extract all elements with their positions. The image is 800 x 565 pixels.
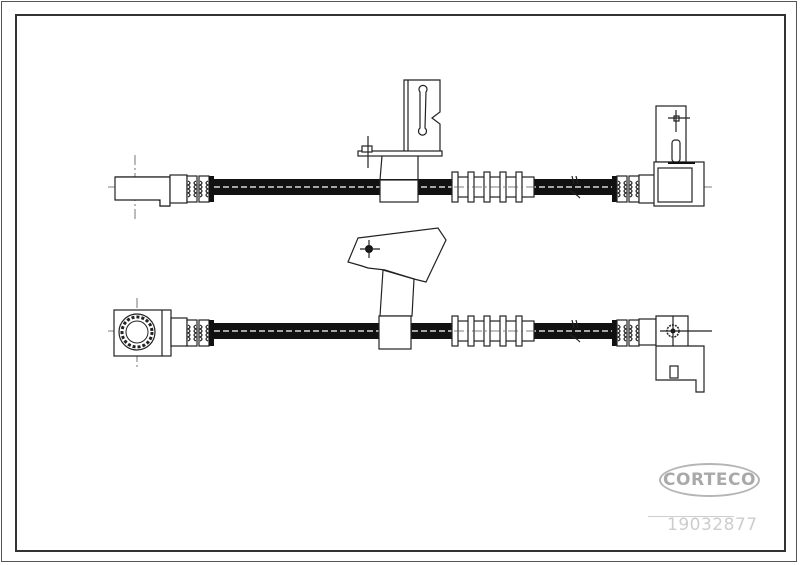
upper-hose-view bbox=[108, 79, 712, 220]
lower-right-fitting bbox=[612, 315, 712, 393]
lower-bracket bbox=[347, 227, 447, 350]
lower-hose-view bbox=[108, 227, 712, 393]
lower-hose-body bbox=[214, 323, 612, 339]
upper-break-mark bbox=[569, 175, 581, 199]
lower-break-mark bbox=[569, 319, 581, 343]
part-number-rule bbox=[648, 516, 734, 517]
upper-right-fitting bbox=[612, 105, 705, 207]
lower-left-banjo-fitting bbox=[113, 298, 214, 370]
upper-bracket bbox=[357, 79, 443, 203]
part-number: 19032877 bbox=[667, 515, 758, 535]
drawing-frame bbox=[15, 14, 786, 552]
upper-ribbed-collar bbox=[451, 171, 535, 203]
brand-logo: CORTECO bbox=[659, 463, 760, 497]
brand-name: CORTECO bbox=[663, 470, 756, 490]
upper-left-fitting bbox=[114, 155, 214, 220]
lower-ribbed-collar bbox=[451, 315, 535, 347]
